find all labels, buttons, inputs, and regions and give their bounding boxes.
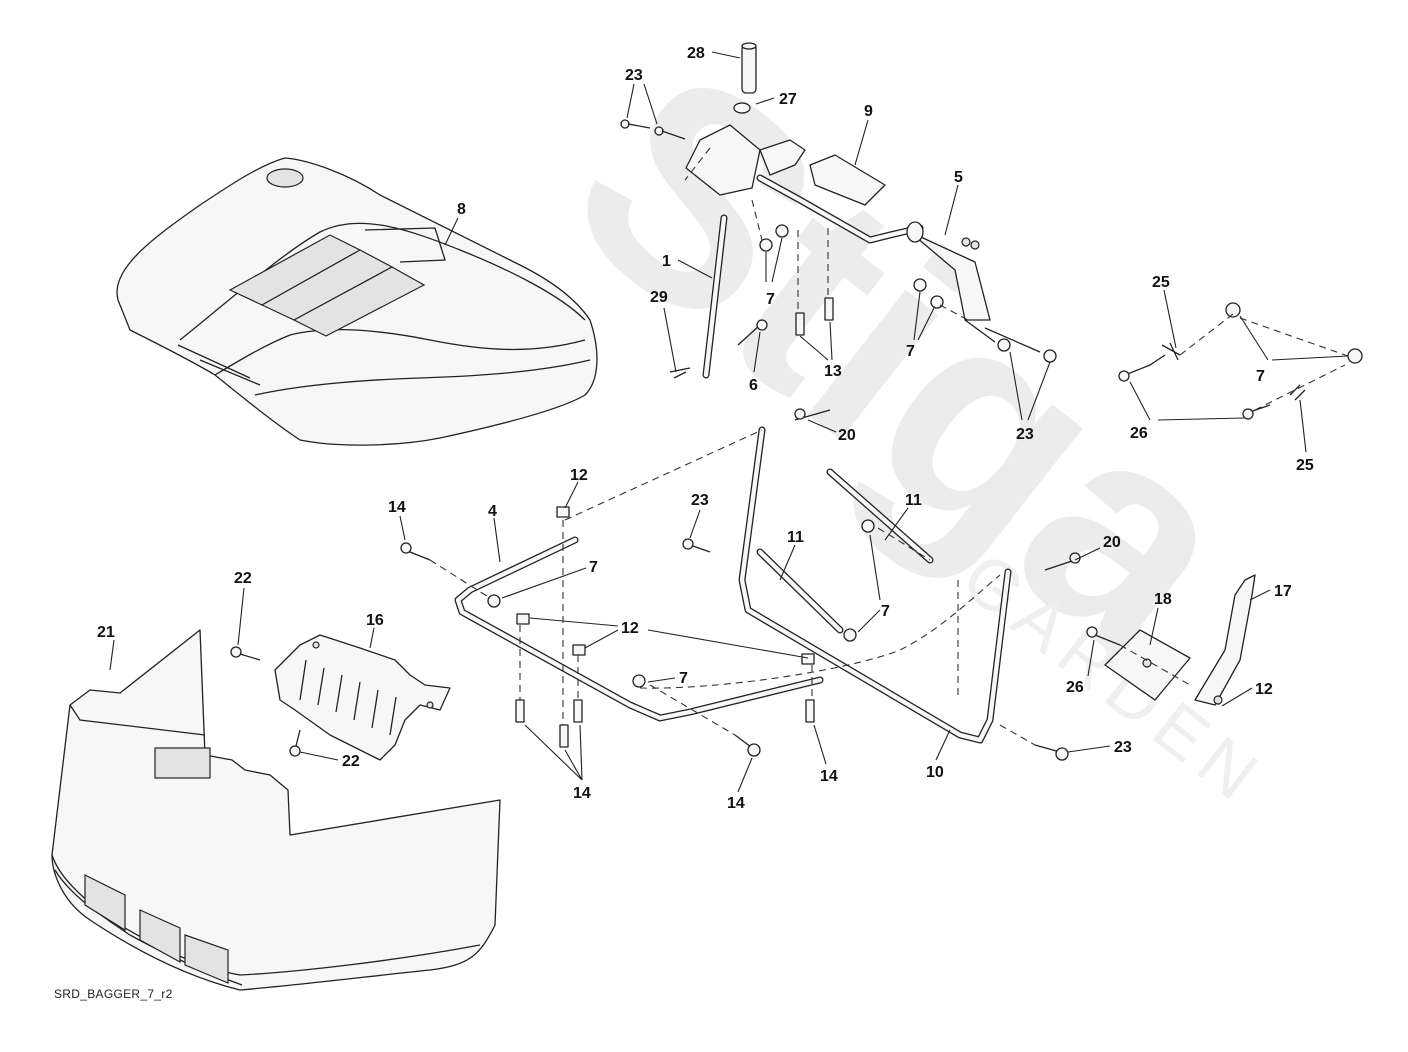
- bag-part: [51, 629, 501, 991]
- callout-1: 1: [662, 253, 671, 270]
- callout-13: 13: [824, 363, 842, 380]
- callout-20: 20: [838, 427, 856, 444]
- callout-14: 14: [388, 499, 406, 516]
- hardware: [230, 119, 1363, 761]
- callout-7: 7: [589, 559, 598, 576]
- callout-7: 7: [906, 343, 915, 360]
- callout-23: 23: [1114, 739, 1132, 756]
- callout-16: 16: [366, 612, 384, 629]
- callouts: 28 27 23 9 8 5 1 7 29 6 13 7 23 25 7 26 …: [97, 45, 1314, 812]
- callout-22: 22: [342, 753, 360, 770]
- callout-7: 7: [881, 603, 890, 620]
- callout-4: 4: [488, 503, 497, 520]
- callout-10: 10: [926, 764, 944, 781]
- callout-18: 18: [1154, 591, 1172, 608]
- watermark-brand: Stiga: [515, 3, 1302, 722]
- cover-part: [116, 157, 598, 446]
- callout-25: 25: [1152, 274, 1170, 291]
- bag-frame-4: [454, 536, 824, 722]
- callout-14: 14: [573, 785, 591, 802]
- callout-26: 26: [1066, 679, 1084, 696]
- callout-25: 25: [1296, 457, 1314, 474]
- callout-20: 20: [1103, 534, 1121, 551]
- bracket-part-17: [1194, 574, 1256, 706]
- callout-12: 12: [621, 620, 639, 637]
- callout-9: 9: [864, 103, 873, 120]
- callout-23: 23: [691, 492, 709, 509]
- callout-14: 14: [727, 795, 745, 812]
- tube-part-1: [702, 214, 728, 379]
- callout-12: 12: [1255, 681, 1273, 698]
- handle-bracket-part: [685, 124, 991, 321]
- callout-7: 7: [766, 291, 775, 308]
- callout-8: 8: [457, 201, 466, 218]
- callout-5: 5: [954, 169, 963, 186]
- callout-11: 11: [787, 529, 804, 546]
- washer-part-27: [733, 102, 751, 114]
- callout-14: 14: [820, 768, 838, 785]
- leader-lines: [109, 51, 1349, 793]
- diagram-reference-code: SRD_BAGGER_7_r2: [54, 987, 173, 1001]
- bag-frame-10: [738, 426, 1012, 744]
- callout-11: 11: [905, 492, 922, 509]
- assembly-lines: [429, 147, 1349, 746]
- callout-28: 28: [687, 45, 705, 62]
- callout-21: 21: [97, 624, 115, 641]
- callout-6: 6: [749, 377, 758, 394]
- deflector-part: [274, 634, 451, 761]
- callout-7: 7: [679, 670, 688, 687]
- callout-26: 26: [1130, 425, 1148, 442]
- callout-29: 29: [650, 289, 668, 306]
- callout-17: 17: [1274, 583, 1292, 600]
- callout-7: 7: [1256, 368, 1265, 385]
- sleeve-part-28: [741, 42, 757, 94]
- callout-27: 27: [779, 91, 797, 108]
- callout-22: 22: [234, 570, 252, 587]
- plate-part-18: [1104, 629, 1191, 701]
- callout-23: 23: [625, 67, 643, 84]
- callout-23: 23: [1016, 426, 1034, 443]
- callout-12: 12: [570, 467, 588, 484]
- link-part-11: [756, 468, 934, 634]
